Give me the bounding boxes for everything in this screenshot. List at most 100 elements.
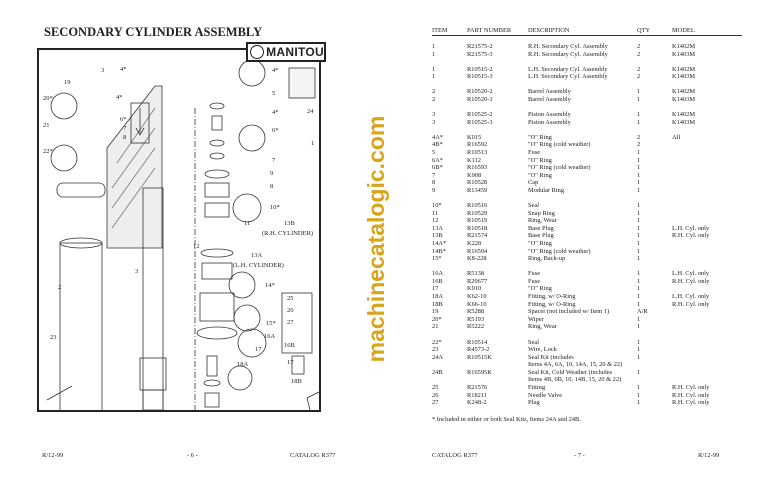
cell-part-number: R21574 <box>467 232 488 240</box>
callout: (R.H. CYLINDER) <box>262 230 314 237</box>
cell-item: 13A <box>432 224 444 232</box>
callout: 12 <box>193 243 200 250</box>
callout: 17 <box>287 359 294 366</box>
cell-qty: 1 <box>637 315 641 323</box>
cell-model: All <box>672 133 681 141</box>
cell-model: R.H. Cyl. only <box>672 300 710 308</box>
cell-part-number: R10518 <box>467 224 488 232</box>
cell-qty: 1 <box>637 171 641 179</box>
cell-part-number: R10519 <box>467 217 488 225</box>
cell-item: 18A <box>432 293 444 301</box>
cell-model <box>672 255 742 263</box>
cell-description: "O" Ring (cold weather) <box>528 164 591 172</box>
cell-description: "O" Ring <box>528 285 552 293</box>
col-model: MODEL <box>672 27 695 34</box>
table-row: 14B*R16594"O" Ring (cold weather)1 <box>432 248 742 256</box>
callout: 3 <box>101 67 105 74</box>
cell-qty: 1 <box>637 338 641 346</box>
cell-model <box>672 217 742 225</box>
cell-model: L.H. Cyl. only <box>672 224 710 232</box>
cell-item: 5 <box>432 148 436 156</box>
cell-qty: 2 <box>637 50 641 58</box>
cell-qty: 1 <box>637 293 641 301</box>
cell-model <box>672 369 742 377</box>
callout: 7 <box>272 157 276 164</box>
callout: 15* <box>266 320 276 327</box>
cell-description: Base Plug <box>528 232 554 240</box>
cell-model <box>672 346 742 354</box>
cell-qty: 1 <box>637 164 641 172</box>
col-part-number: PART NUMBER <box>467 27 512 34</box>
cell-description: Piston Assembly <box>528 118 571 126</box>
callout: 4* <box>272 67 279 74</box>
cell-item: 19 <box>432 308 439 316</box>
cell-item: 4A* <box>432 133 444 141</box>
footer-revision: R/12-99 <box>698 452 720 459</box>
cell-model <box>672 172 742 180</box>
cell-model: R.H. Cyl. only <box>672 399 710 407</box>
cell-description: Seal <box>528 338 540 346</box>
cell-description: Snap Ring <box>528 209 555 217</box>
cell-model: R.H. Cyl. only <box>672 391 710 399</box>
cell-description: Seal <box>528 202 540 209</box>
cell-item: 6B* <box>432 164 443 172</box>
cell-model: K1403M <box>672 118 696 126</box>
callout: 4* <box>120 66 127 73</box>
callout: 18B <box>291 378 302 385</box>
callout: 16A <box>264 333 276 340</box>
cell-item: 11 <box>432 209 439 217</box>
cell-model <box>672 339 742 347</box>
cell-model <box>672 354 742 362</box>
cell-qty: 1 <box>637 179 641 187</box>
col-description: DESCRIPTION <box>528 27 570 34</box>
cell-description: Barrel Assembly <box>528 88 571 96</box>
callout: 20* <box>43 95 53 102</box>
footnote: * Included in either or both Seal Kits, … <box>432 415 581 423</box>
cell-part-number: R4573-2 <box>467 346 490 354</box>
page-title: SECONDARY CYLINDER ASSEMBLY <box>44 25 263 39</box>
cell-part-number: R10515K <box>467 353 492 361</box>
cell-qty: 1 <box>637 209 641 217</box>
cell-item: 9 <box>432 186 436 194</box>
cell-part-number: R10520-2 <box>467 88 493 96</box>
callout: 2 <box>58 284 62 291</box>
cell-item: 25 <box>432 384 439 392</box>
cell-item: 8 <box>432 179 436 187</box>
cell-qty: 1 <box>637 118 641 126</box>
cell-qty: 2 <box>637 133 641 141</box>
cell-model <box>672 179 742 187</box>
cell-part-number: K112 <box>467 156 481 164</box>
cell-description: Modular Ring <box>528 186 565 194</box>
manitou-logo: MANITOU <box>246 42 326 62</box>
callout: 5 <box>272 90 276 97</box>
cell-model: R.H. Cyl. only <box>672 232 710 240</box>
callout: 18A <box>237 361 249 368</box>
cell-description: "O" Ring <box>528 133 552 141</box>
cell-model: K1403M <box>672 95 696 103</box>
cell-description: Ring, Back-up <box>528 255 566 263</box>
cell-qty: 1 <box>637 353 641 361</box>
cell-description: "O" Ring <box>528 156 552 164</box>
cell-qty: 1 <box>637 232 641 240</box>
table-row: Items 4A, 6A, 10, 14A, 15, 20 & 22) <box>432 361 742 369</box>
cell-model <box>672 240 742 248</box>
cell-qty: 1 <box>637 202 641 209</box>
callout: 21 <box>43 122 50 129</box>
cell-description: Base Plug <box>528 224 554 232</box>
